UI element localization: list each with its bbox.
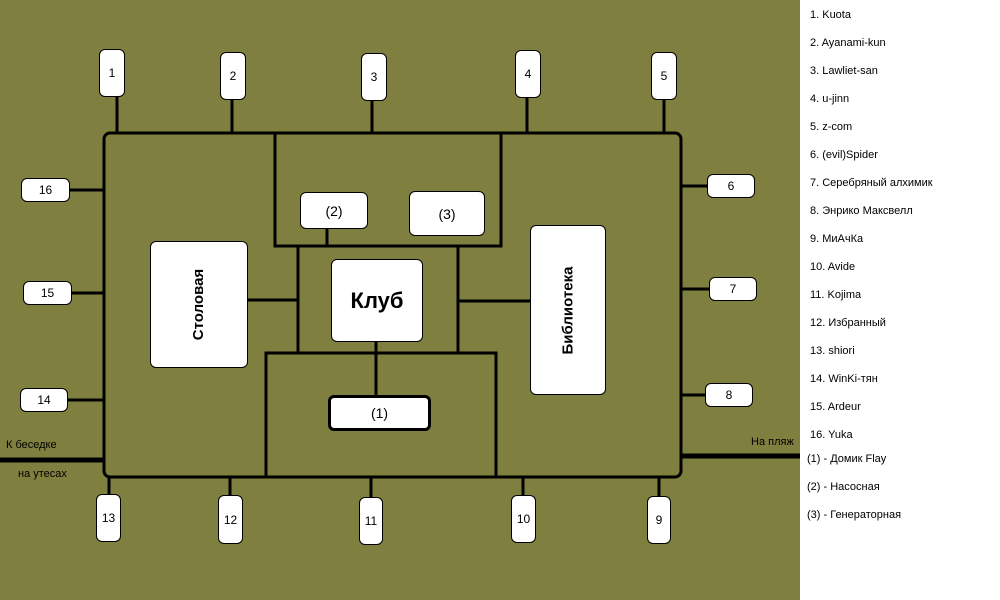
- house-number: 14: [37, 393, 51, 407]
- legend-item: 6. (evil)Spider: [810, 149, 878, 161]
- legend-item: 5. z-com: [810, 121, 853, 133]
- house-11[interactable]: 11: [359, 497, 383, 545]
- legend-item: 13. shiori: [810, 345, 855, 357]
- legend-item: (2) - Насосная: [807, 481, 880, 493]
- house-number: 10: [516, 512, 531, 526]
- house-number: 12: [223, 512, 238, 527]
- legend-item: 8. Энрико Максвелл: [810, 205, 913, 217]
- map-area: 1 2 3 4 5 6 7 8 9 10 11 12 13 14 15 16 К…: [0, 0, 800, 600]
- club-building[interactable]: Клуб: [331, 259, 423, 342]
- legend-item: 9. МиАчКа: [810, 233, 864, 245]
- gazebo-label: К беседке: [6, 439, 57, 451]
- legend-item: (3) - Генераторная: [807, 509, 902, 521]
- house-12[interactable]: 12: [218, 495, 243, 544]
- building-3-generator[interactable]: (3): [409, 191, 485, 236]
- house-13[interactable]: 13: [96, 494, 121, 542]
- house-1[interactable]: 1: [99, 49, 125, 97]
- house-number: 1: [108, 66, 116, 80]
- canteen-building[interactable]: Столовая: [150, 241, 248, 368]
- legend-item: 4. u-jinn: [810, 93, 850, 105]
- library-label: Библиотека: [559, 266, 577, 354]
- house-number: 15: [40, 286, 55, 300]
- house-number: 5: [660, 69, 668, 83]
- house-number: 6: [727, 179, 735, 193]
- house-number: 2: [229, 69, 237, 83]
- legend-item: 15. Ardeur: [810, 401, 861, 413]
- canteen-label: Столовая: [190, 268, 208, 341]
- club-label: Клуб: [350, 287, 404, 313]
- house-7[interactable]: 7: [709, 277, 757, 301]
- building-1-label: (1): [370, 405, 389, 421]
- house-number: 7: [729, 282, 737, 296]
- cliffs-label: на утесах: [18, 468, 67, 480]
- house-6[interactable]: 6: [707, 174, 755, 198]
- legend-item: 1. Kuota: [810, 9, 851, 21]
- legend-item: 14. WinKi-тян: [810, 373, 878, 385]
- house-number: 9: [655, 513, 663, 527]
- house-2[interactable]: 2: [220, 52, 246, 100]
- legend-item: 16. Yuka: [810, 429, 853, 441]
- legend-item: 3. Lawliet-san: [810, 65, 878, 77]
- house-3[interactable]: 3: [361, 53, 387, 101]
- legend-panel: 1. Kuota 2. Ayanami-kun 3. Lawliet-san 4…: [800, 0, 1000, 600]
- house-5[interactable]: 5: [651, 52, 677, 100]
- house-4[interactable]: 4: [515, 50, 541, 98]
- legend-item: 2. Ayanami-kun: [810, 37, 886, 49]
- legend-item: (1) - Домик Flay: [807, 453, 887, 465]
- building-2-pump-station[interactable]: (2): [300, 192, 368, 229]
- house-number: 11: [364, 514, 378, 528]
- house-number: 16: [38, 183, 53, 197]
- legend-item: 7. Серебряный алхимик: [810, 177, 933, 189]
- house-number: 4: [524, 67, 532, 81]
- map-lines: [0, 97, 800, 497]
- house-number: 8: [725, 388, 733, 402]
- legend-item: 12. Избранный: [810, 317, 886, 329]
- inner-top-block: [273, 131, 503, 248]
- beach-label: На пляж: [751, 436, 794, 448]
- house-8[interactable]: 8: [705, 383, 753, 407]
- building-2-label: (2): [325, 202, 343, 219]
- house-16[interactable]: 16: [21, 178, 70, 202]
- library-building[interactable]: Библиотека: [530, 225, 606, 395]
- building-3-label: (3): [438, 205, 456, 222]
- house-10[interactable]: 10: [511, 495, 536, 543]
- house-15[interactable]: 15: [23, 281, 72, 305]
- legend-item: 11. Kojima: [810, 289, 862, 301]
- house-9[interactable]: 9: [647, 496, 671, 544]
- house-number: 13: [101, 511, 116, 525]
- legend-item: 10. Avide: [810, 261, 856, 273]
- house-14[interactable]: 14: [20, 388, 68, 412]
- building-1-flay-house[interactable]: (1): [328, 395, 431, 431]
- inner-bottom-block: [264, 351, 498, 479]
- house-number: 3: [370, 70, 378, 84]
